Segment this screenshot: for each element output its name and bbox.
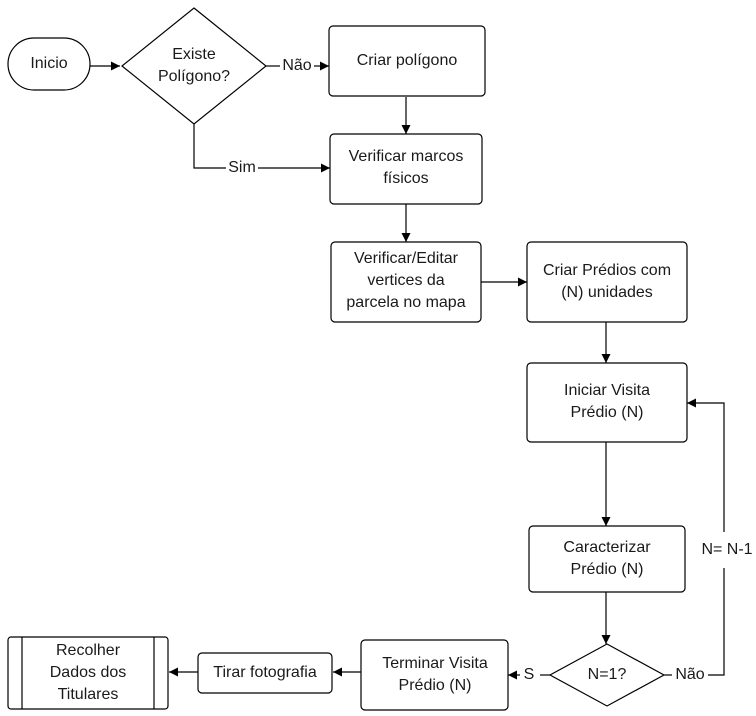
edge-nao-loop-b [687,398,725,532]
edge-existe-verificar-sim [193,124,226,169]
node-label-line: Criar polígono [357,52,458,69]
node-label-line: Existe [172,46,216,63]
node-label-line: Caracterizar [563,539,651,556]
node-label-line: Prédio (N) [571,404,644,421]
node-label: N=1? [588,666,627,683]
node-label-line: parcela no mapa [346,294,465,311]
edge-label-nao-bottom: Não [675,666,704,683]
node-label-line: Criar Prédios com [543,262,671,279]
node-label-line: Inicio [30,55,67,72]
node-tirar-fotografia: Tirar fotografia [197,652,333,694]
node-label: Tirar fotografia [213,664,317,681]
node-label: Verificar marcos físicos [349,148,464,187]
node-criar-predios: Criar Prédios com (N) unidades [526,241,688,323]
node-label-line: Verificar/Editar [354,250,459,267]
node-verificar-editar: Verificar/Editar vertices da parcela no ma… [330,241,482,323]
node-label-line: Tirar fotografia [213,664,317,681]
node-criar-poligono: Criar polígono [328,25,486,97]
node-label-line: Prédio (N) [571,561,644,578]
node-label-line: Terminar Visita [382,655,488,672]
node-label-line: Prédio (N) [399,677,472,694]
node-label-line: N=1? [588,666,627,683]
node-label: Verificar/Editar vertices da parcela no ma… [346,250,465,311]
node-label: Inicio [30,55,67,72]
edge-label-nao-top: Não [282,57,311,74]
node-label-line: Verificar marcos [349,148,464,165]
node-verificar-marcos: Verificar marcos físicos [329,133,483,205]
node-label: Criar Prédios com (N) unidades [543,262,671,301]
edge-nao-loop-a [708,568,725,676]
edge-label-s: S [524,666,535,683]
node-label: Criar polígono [357,52,458,69]
node-label-line: Polígono? [158,68,230,85]
node-decision-n1: N=1? [548,643,666,707]
node-label-line: físicos [383,170,428,187]
node-label-line: Titulares [58,686,119,703]
node-inicio: Inicio [7,37,91,91]
node-label-line: Recolher [56,642,121,659]
node-label-line: Iniciar Visita [564,382,650,399]
node-label-line: (N) unidades [561,284,653,301]
edge-label-sim: Sim [228,159,256,176]
edge-label-n-minus-1: N= N-1 [701,541,752,558]
edges [90,61,725,680]
node-label-line: Dados dos [50,664,127,681]
node-label-line: vertices da [367,272,444,289]
